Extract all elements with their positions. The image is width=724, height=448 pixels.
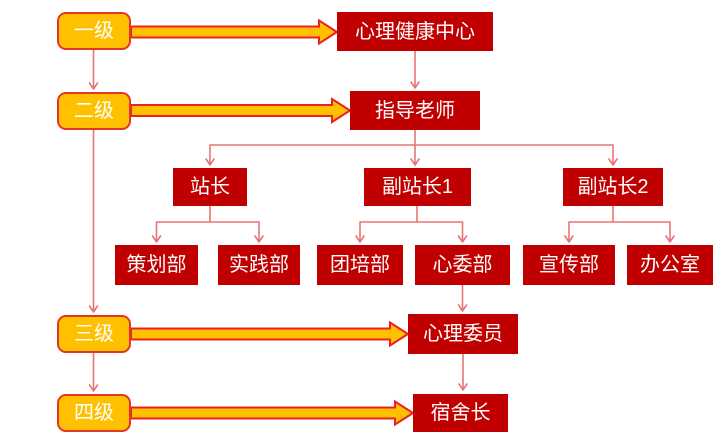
node-psych-committee-dept: 心委部 (415, 245, 510, 285)
node-deputy-chief-1: 副站长1 (364, 168, 471, 206)
block-arrow-level3-psych-commissioner (130, 320, 410, 348)
edge-deputy-chief-1-branches (355, 205, 468, 243)
node-practice-dept: 实践部 (218, 245, 300, 285)
node-station-chief: 站长 (173, 168, 247, 206)
level-pill-2: 二级 (57, 92, 131, 130)
block-arrow-level2-guidance-teacher (130, 97, 352, 124)
level-pill-3: 三级 (57, 315, 131, 353)
block-arrow-level4-dorm-leader (130, 399, 415, 427)
node-publicity-dept: 宣传部 (523, 245, 615, 285)
edge-level2-level3 (88, 129, 99, 313)
node-health-center: 心理健康中心 (337, 12, 493, 51)
edge-station-chief-branches (151, 205, 264, 243)
node-dorm-leader: 宿舍长 (413, 394, 508, 432)
node-deputy-chief-2: 副站长2 (563, 168, 663, 206)
edge-psych-committee-dept-psych-commissioner (457, 284, 468, 312)
block-arrow-level1-health-center (130, 18, 339, 46)
level-pill-4: 四级 (57, 394, 131, 432)
edge-level3-level4 (88, 352, 99, 392)
node-office: 办公室 (627, 245, 713, 285)
edge-guidance-teacher-branches (205, 129, 618, 166)
edge-health-center-guidance-teacher (410, 50, 420, 89)
node-planning-dept: 策划部 (115, 245, 198, 285)
node-guidance-teacher: 指导老师 (350, 91, 480, 130)
node-psych-commissioner: 心理委员 (408, 314, 518, 354)
edge-psych-commissioner-dorm-leader (458, 353, 468, 391)
edge-deputy-chief-2-branches (564, 205, 675, 243)
level-pill-1: 一级 (57, 12, 131, 50)
node-group-training-dept: 团培部 (317, 245, 403, 285)
edge-level1-level2 (88, 49, 99, 90)
